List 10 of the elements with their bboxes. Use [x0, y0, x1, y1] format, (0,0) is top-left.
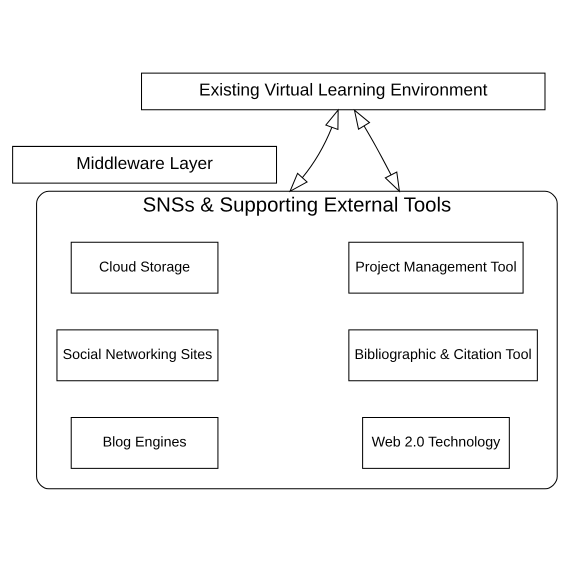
arrow [289, 108, 339, 192]
arrow [354, 108, 400, 192]
node-box: Bibliographic & Citation Tool [348, 328, 538, 381]
node-box: Social Networking Sites [56, 328, 218, 381]
node-box: Cloud Storage [70, 241, 218, 294]
node-box: Middleware Layer [12, 145, 278, 184]
node-box: Web 2.0 Technology [362, 416, 510, 468]
node-box: Blog Engines [70, 416, 218, 468]
node-box: Project Management Tool [348, 241, 524, 294]
node-box: Existing Virtual Learning Environment [141, 72, 546, 110]
